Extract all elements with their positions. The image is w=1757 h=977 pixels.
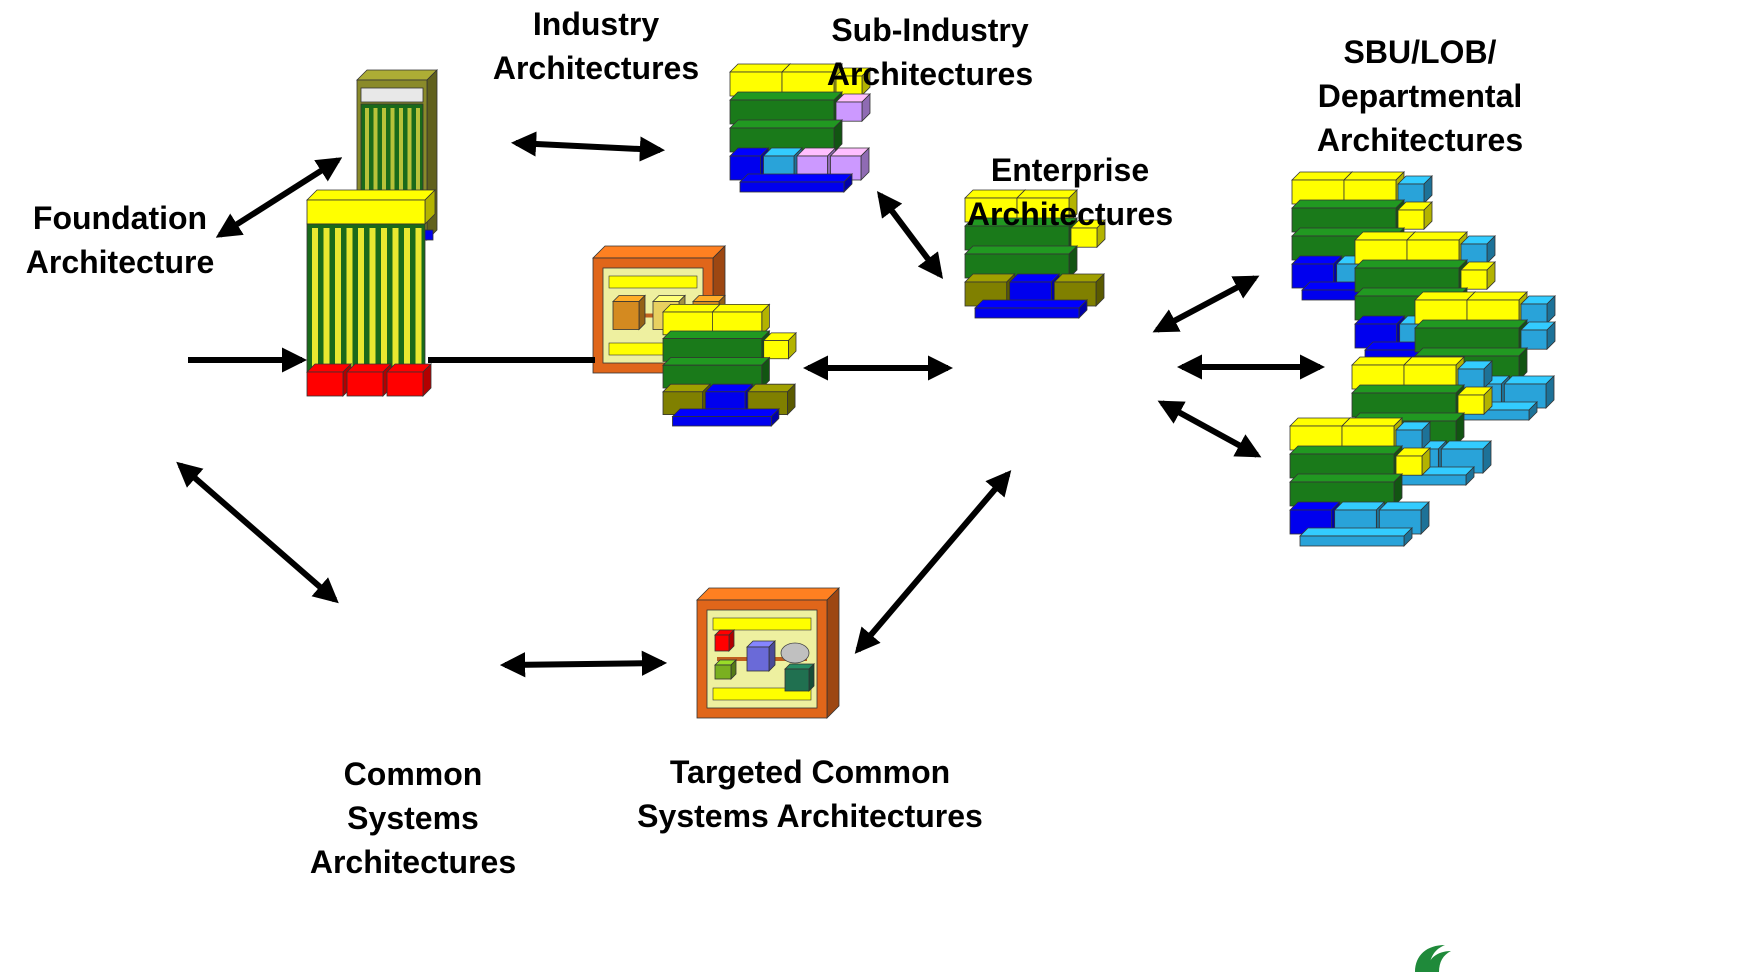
label-line: Architectures xyxy=(492,50,700,86)
enterprise-architectures-label: Enterprise Architectures xyxy=(960,148,1180,236)
label-line: Common xyxy=(343,756,483,792)
label-line: Systems xyxy=(347,800,479,836)
label-line: Departmental xyxy=(1317,78,1523,114)
label-line: SBU/LOB/ xyxy=(1343,34,1497,70)
label-line: Targeted Common xyxy=(669,754,951,790)
label-line: Architectures xyxy=(826,56,1034,92)
industry-architectures-label: Industry Architectures xyxy=(486,2,706,90)
architecture-stack-icon xyxy=(1289,417,1431,547)
architecture-stack-icon xyxy=(964,189,1106,319)
label-line: Enterprise xyxy=(990,152,1150,188)
targeted-to-enterprise-arrow xyxy=(854,470,1012,654)
industry-to-subindustry-arrow xyxy=(510,131,666,162)
label-line: Architectures xyxy=(966,196,1174,232)
label-line: Architectures xyxy=(1316,122,1524,158)
label-line: Foundation xyxy=(32,200,208,236)
sbu-departmental-architectures-label: SBU/LOB/ Departmental Architectures xyxy=(1300,30,1540,162)
enterprise-to-sbu-upper-arrow xyxy=(1152,275,1260,333)
architecture-stack-icon xyxy=(729,63,871,193)
foundation-to-cabinet-arrow xyxy=(215,157,343,238)
label-line: Systems Architectures xyxy=(637,798,983,834)
targeted-common-systems-architectures-label: Targeted Common Systems Architectures xyxy=(620,750,1000,838)
foundation-to-common-arrow xyxy=(176,461,339,604)
common-systems-architectures-label: Common Systems Architectures xyxy=(298,752,528,884)
architecture-stack-icon xyxy=(662,303,797,427)
subindustry-to-enterprise-arrow xyxy=(876,190,944,280)
label-line: Sub-Industry xyxy=(831,12,1029,48)
label-line: Architectures xyxy=(309,844,517,880)
platform-frame-icon xyxy=(696,587,840,719)
company-logo-icon xyxy=(1405,935,1485,972)
enterprise-to-sbu-lower-arrow xyxy=(1157,400,1262,458)
foundation-architecture-label: Foundation Architecture xyxy=(10,196,230,284)
backplane-rack-icon xyxy=(306,189,436,397)
sub-industry-architectures-label: Sub-Industry Architectures xyxy=(810,8,1050,96)
common-to-targeted-arrow xyxy=(499,650,668,678)
label-line: Architecture xyxy=(25,244,215,280)
label-line: Industry xyxy=(532,6,660,42)
